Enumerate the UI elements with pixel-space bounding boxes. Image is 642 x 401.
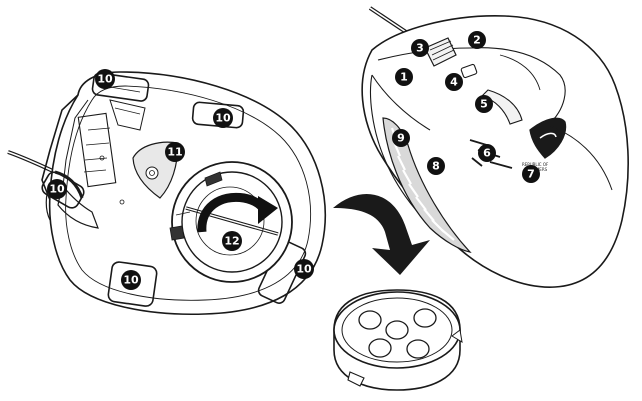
callout-5: 5 — [475, 95, 493, 113]
svg-text:10: 10 — [49, 183, 65, 196]
callout-1: 1 — [395, 68, 413, 86]
callout-11: 11 — [165, 142, 185, 162]
callout-12: 12 — [222, 231, 242, 251]
svg-text:6: 6 — [483, 147, 491, 160]
skid-pad-bottom-left — [107, 261, 158, 307]
callout-8: 8 — [427, 157, 445, 175]
callout-7: 7 — [522, 165, 540, 183]
svg-text:10: 10 — [296, 263, 312, 276]
svg-text:5: 5 — [480, 98, 488, 111]
svg-text:10: 10 — [123, 274, 139, 287]
callout-6: 6 — [478, 144, 496, 162]
skid-pad-top-left — [91, 72, 150, 102]
svg-text:1: 1 — [400, 71, 408, 84]
rotate-arrow-icon — [197, 192, 278, 233]
mouse-underside — [7, 71, 326, 316]
skid-pad-left — [41, 171, 85, 209]
callout-4: 4 — [445, 73, 463, 91]
callout-10: 10 — [213, 108, 233, 128]
svg-text:8: 8 — [432, 160, 440, 173]
svg-text:3: 3 — [416, 42, 424, 55]
callout-3: 3 — [411, 39, 429, 57]
svg-text:10: 10 — [215, 112, 231, 125]
callout-10: 10 — [95, 69, 115, 89]
svg-text:12: 12 — [224, 235, 239, 248]
callout-9: 9 — [392, 129, 410, 147]
scroll-wheel — [424, 37, 457, 67]
svg-text:7: 7 — [527, 168, 535, 181]
callout-10: 10 — [47, 179, 67, 199]
svg-text:4: 4 — [450, 76, 458, 89]
svg-text:9: 9 — [397, 132, 405, 145]
logo-text-line1: REPUBLIC OF — [522, 162, 549, 167]
callout-10: 10 — [121, 270, 141, 290]
callout-10: 10 — [294, 259, 314, 279]
svg-text:10: 10 — [97, 73, 113, 86]
svg-text:2: 2 — [473, 34, 481, 47]
svg-text:11: 11 — [167, 146, 182, 159]
callout-2: 2 — [468, 31, 486, 49]
direction-arrow-icon — [333, 193, 430, 275]
callouts: 1 2 3 4 5 6 7 8 9 10 10 10 10 10 11 12 — [47, 31, 540, 290]
weight-cartridge-part — [333, 289, 463, 391]
weight-slots — [358, 308, 437, 359]
logo-text-line2: GAMERS — [530, 167, 548, 172]
dpi-button-up — [460, 63, 478, 79]
